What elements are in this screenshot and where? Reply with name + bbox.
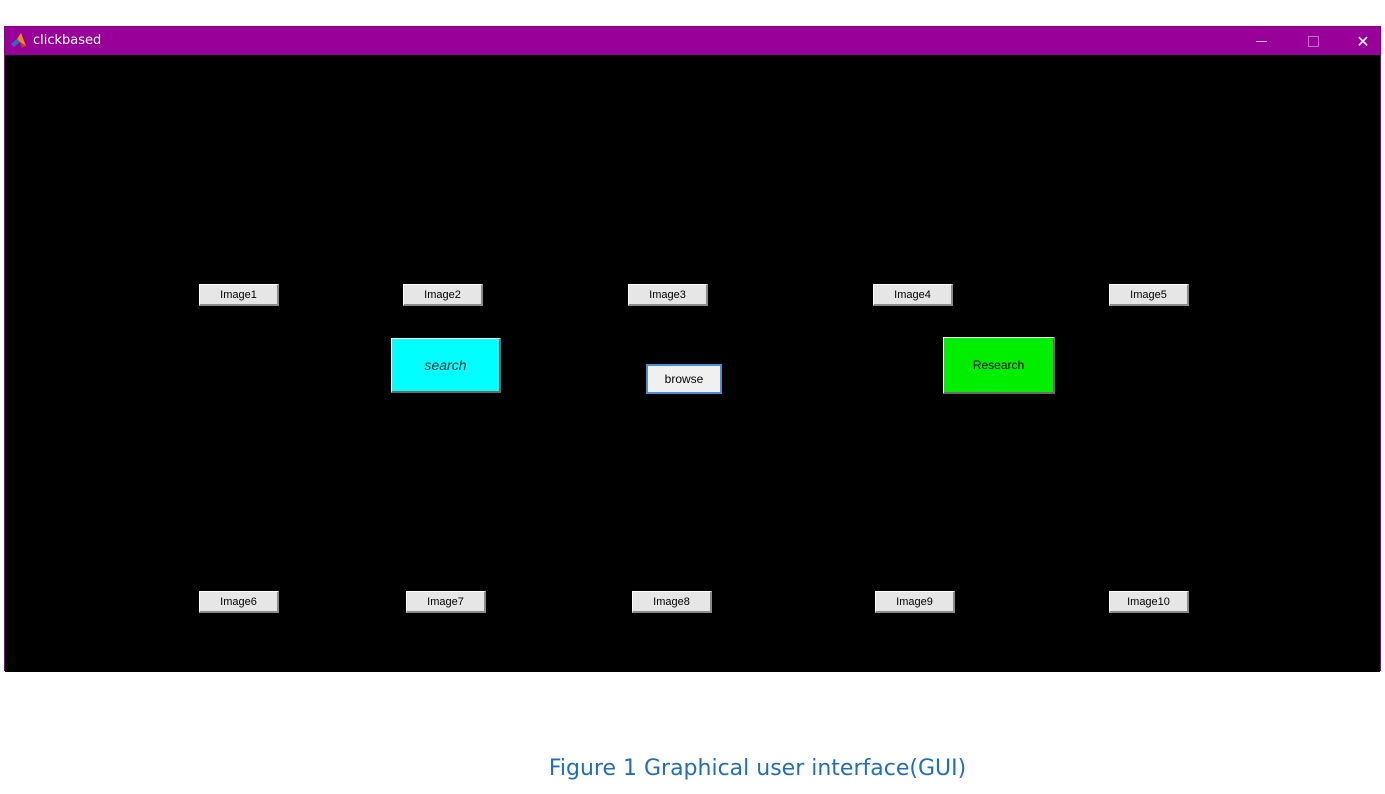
matlab-icon (11, 33, 26, 48)
image4-button[interactable]: Image4 (873, 284, 953, 306)
search-button[interactable]: search (391, 338, 501, 393)
minimize-icon (1255, 40, 1267, 42)
close-button[interactable]: ✕ (1340, 27, 1385, 55)
app-window: clickbased ✕ Image1 Image2 Image3 Image4… (4, 26, 1381, 672)
image8-button[interactable]: Image8 (632, 591, 712, 613)
close-icon: ✕ (1356, 31, 1370, 51)
research-button[interactable]: Research (943, 337, 1055, 394)
image6-button[interactable]: Image6 (199, 591, 279, 613)
image1-button[interactable]: Image1 (199, 284, 279, 306)
image2-button[interactable]: Image2 (403, 284, 483, 306)
image9-button[interactable]: Image9 (875, 591, 955, 613)
figure-caption: Figure 1 Graphical user interface(GUI) (548, 756, 967, 781)
figure-canvas: Image1 Image2 Image3 Image4 Image5 searc… (5, 55, 1380, 672)
window-title: clickbased (33, 33, 102, 48)
image5-button[interactable]: Image5 (1109, 284, 1189, 306)
minimize-button[interactable] (1238, 27, 1284, 55)
title-bar[interactable]: clickbased ✕ (5, 27, 1380, 55)
image7-button[interactable]: Image7 (406, 591, 486, 613)
image10-button[interactable]: Image10 (1109, 591, 1189, 613)
browse-button[interactable]: browse (646, 364, 722, 394)
image3-button[interactable]: Image3 (628, 284, 708, 306)
maximize-button[interactable] (1290, 27, 1336, 55)
maximize-icon (1307, 35, 1319, 47)
